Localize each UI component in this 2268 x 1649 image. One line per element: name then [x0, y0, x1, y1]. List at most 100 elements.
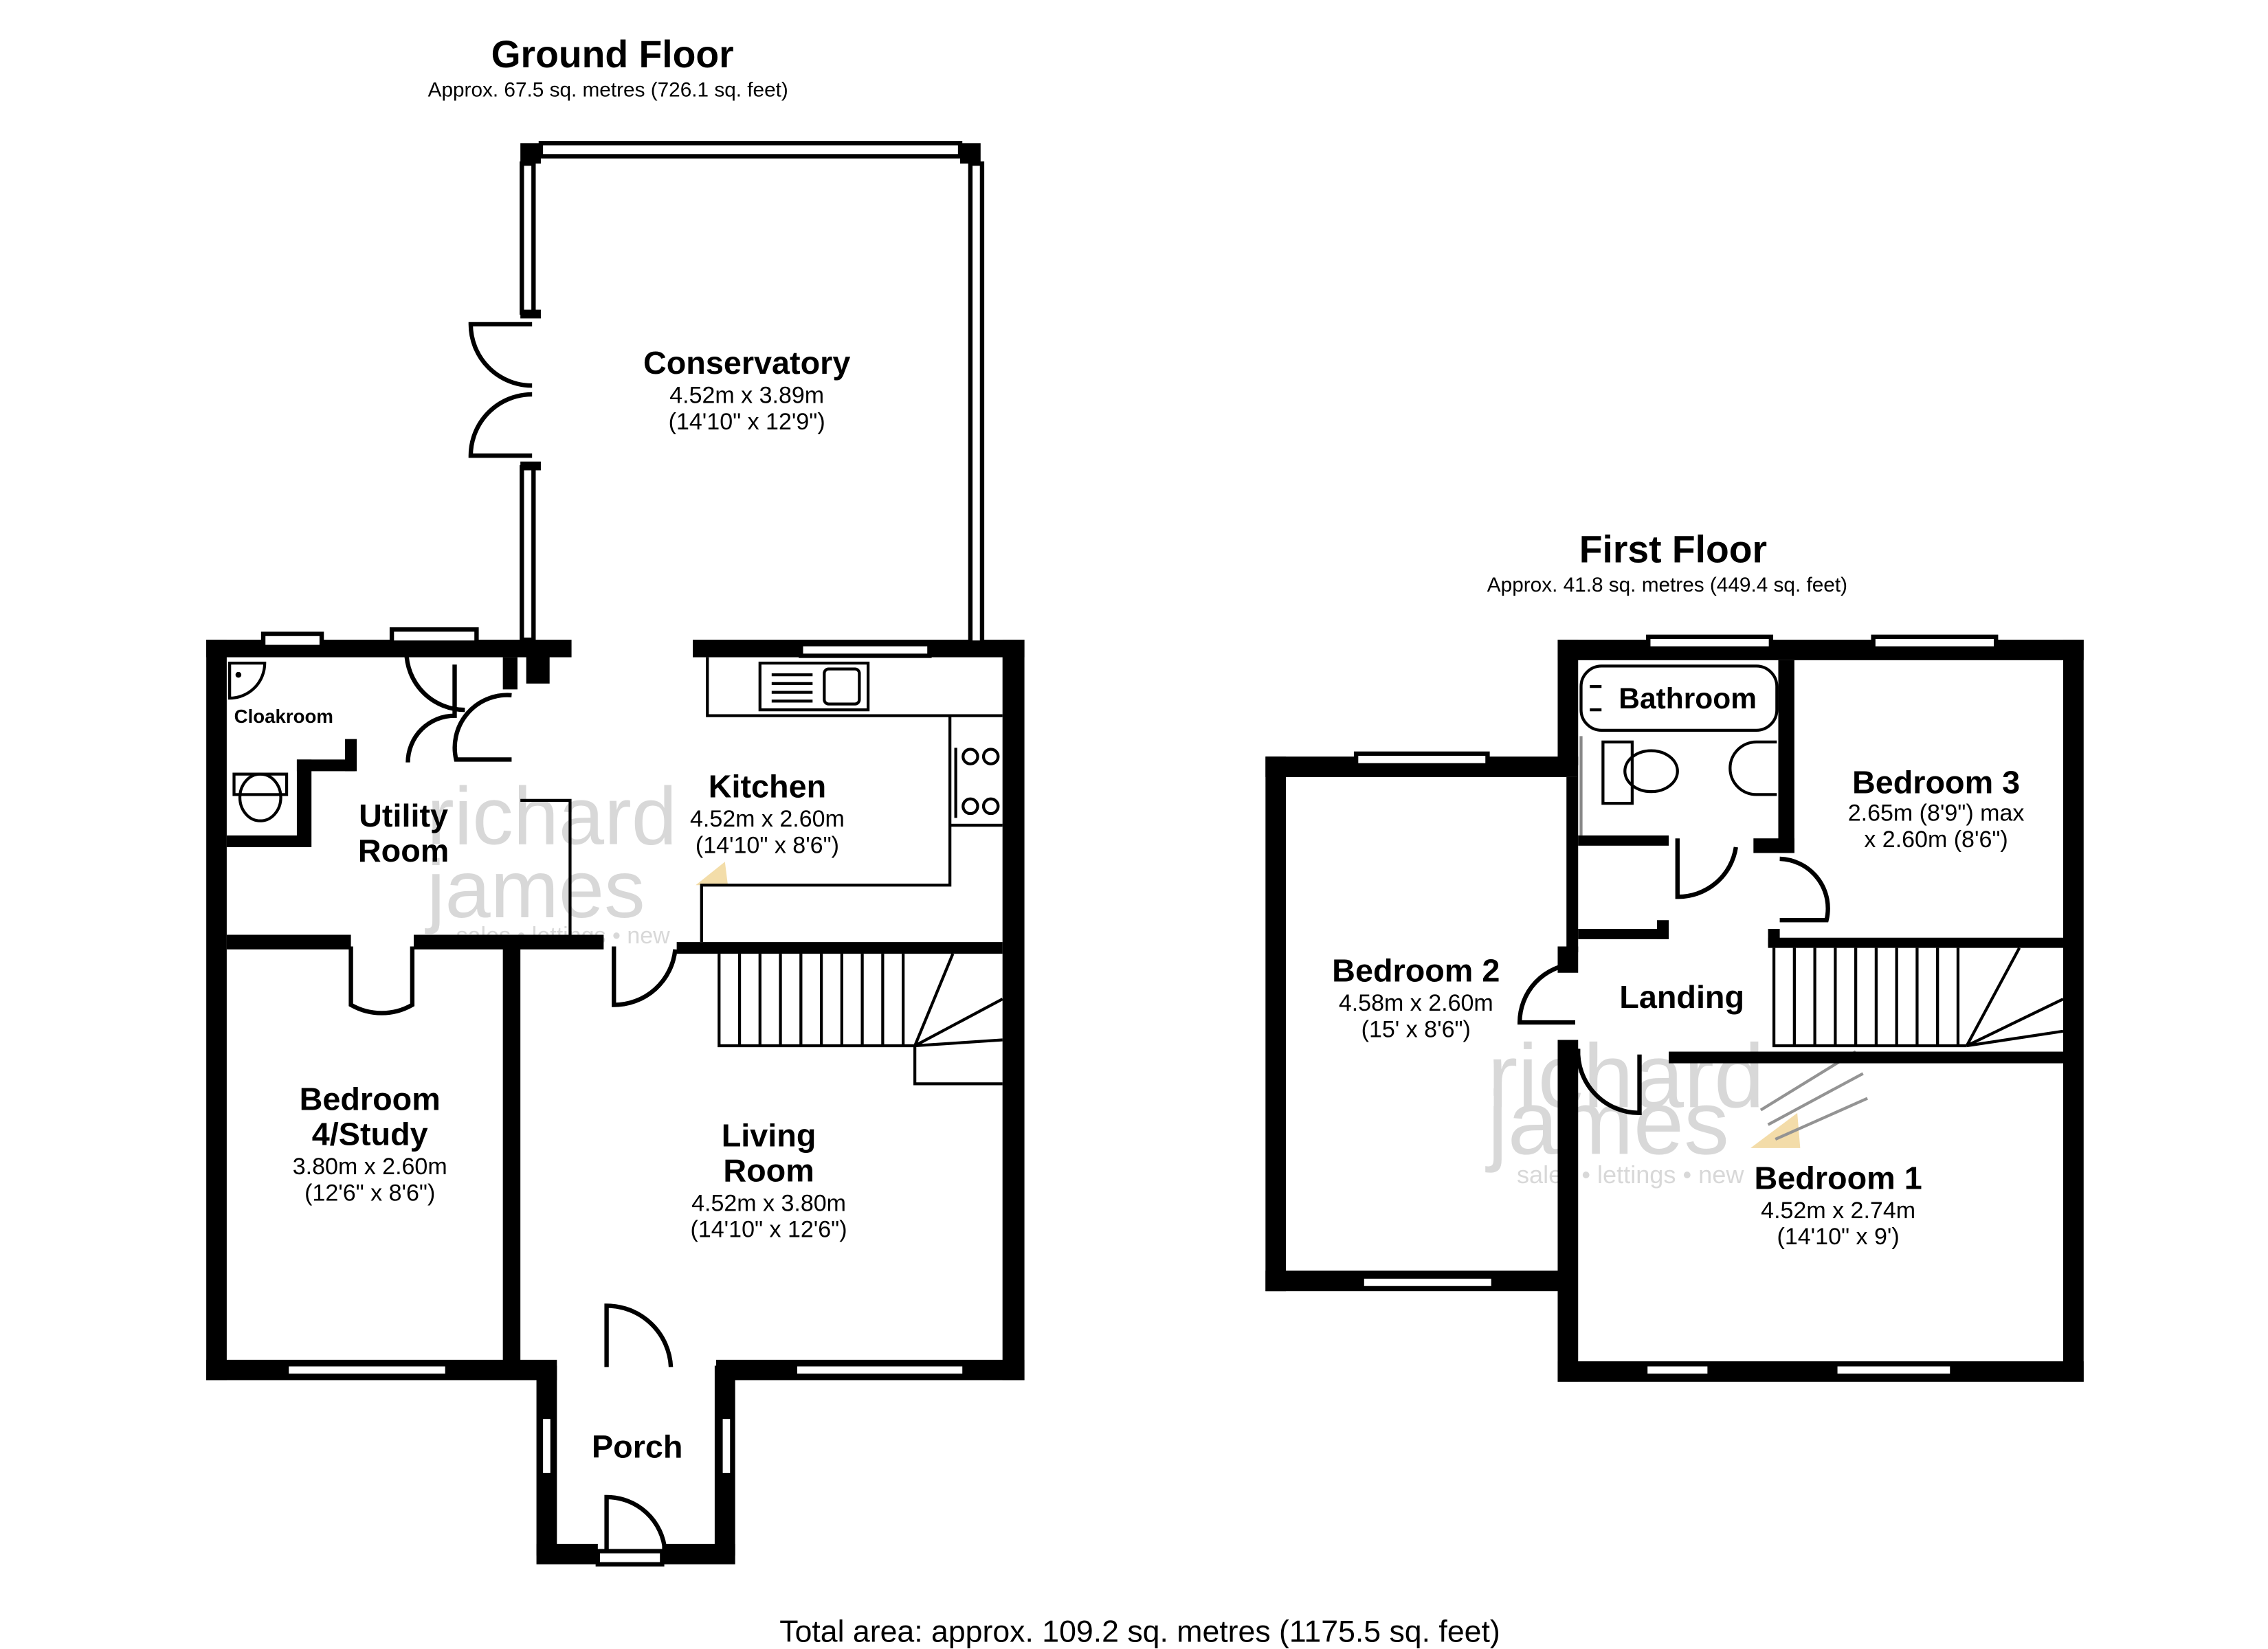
- window: [520, 465, 536, 642]
- wall: [1657, 920, 1669, 939]
- watermark-line1: richard: [427, 771, 677, 862]
- wall: [676, 942, 1003, 954]
- ground-floor-title: Ground Floor: [491, 33, 734, 76]
- conservatory-dim-m: 4.52m x 3.89m: [669, 383, 824, 409]
- kitchen-dim-m: 4.52m x 2.60m: [690, 806, 845, 832]
- wall: [1557, 640, 1579, 765]
- window: [718, 1414, 735, 1478]
- window: [284, 1362, 450, 1378]
- wall: [1578, 835, 1669, 846]
- living-dim-m: 4.52m x 3.80m: [691, 1190, 846, 1216]
- bedroom4-name-line2: 4/Study: [312, 1117, 428, 1152]
- bedroom1-dim-ft: (14'10" x 9'): [1777, 1224, 1900, 1250]
- hob-icon: [954, 748, 1000, 818]
- utility-partition: [520, 798, 572, 943]
- kitchen-dim-ft: (14'10" x 8'6"): [696, 832, 839, 858]
- window: [1353, 751, 1490, 768]
- kitchen-worktop: [700, 657, 952, 943]
- door: [1779, 856, 1830, 923]
- drainer-icon: [771, 673, 813, 703]
- toilet-cistern-icon: [1601, 740, 1634, 805]
- wall: [345, 739, 357, 772]
- watermark-first: richard james sales • lettings • new: [1485, 1025, 1869, 1189]
- wall: [1566, 776, 1579, 953]
- wall: [226, 934, 351, 950]
- wall: [1768, 937, 2063, 948]
- first-floor-title: First Floor: [1579, 528, 1767, 570]
- bedroom2-name: Bedroom 2: [1332, 953, 1500, 989]
- wall: [1557, 1040, 1579, 1382]
- window: [1646, 634, 1774, 651]
- toilet-bowl-icon: [1623, 749, 1679, 794]
- wall: [206, 640, 227, 1380]
- wall: [1753, 838, 1794, 853]
- window: [1359, 1274, 1496, 1291]
- bath-taps-icon: [1590, 684, 1602, 712]
- kitchen-name: Kitchen: [709, 769, 826, 805]
- bedroom4-dim-ft: (12'6" x 8'6"): [304, 1180, 435, 1206]
- window: [1871, 634, 1999, 651]
- wall: [536, 1543, 598, 1564]
- window: [389, 627, 479, 645]
- sink-icon: [758, 661, 870, 712]
- window: [260, 631, 324, 649]
- wall: [662, 1543, 735, 1564]
- window: [792, 1362, 967, 1378]
- bath-icon: [1579, 664, 1779, 732]
- wall: [296, 759, 312, 847]
- door: [348, 946, 415, 1016]
- wall: [1265, 756, 1287, 1292]
- watermark-rays: [1759, 1050, 1869, 1141]
- wall: [526, 651, 550, 684]
- door: [468, 322, 533, 388]
- wall: [413, 934, 604, 950]
- wall: [1578, 928, 1669, 939]
- bedroom2-dim-m: 4.58m x 2.60m: [1339, 990, 1493, 1016]
- conservatory-dim-ft: (14'10" x 12'9"): [669, 409, 825, 435]
- wall: [1669, 1051, 2063, 1064]
- watermark-line2: james: [425, 844, 645, 935]
- window: [538, 1414, 555, 1478]
- watermark-sun-icon: [1750, 1112, 1801, 1148]
- wall: [1557, 1361, 2084, 1382]
- door: [405, 664, 457, 763]
- wall: [520, 309, 541, 319]
- wall: [1557, 640, 2084, 660]
- wall: [226, 835, 303, 847]
- bedroom4-dim-m: 3.80m x 2.60m: [293, 1154, 447, 1180]
- door: [612, 946, 678, 1007]
- door: [1576, 1048, 1642, 1116]
- door: [468, 392, 533, 458]
- watermark-ground: richard james sales • lettings • new: [425, 771, 729, 949]
- door: [604, 1494, 667, 1551]
- window: [595, 1549, 665, 1567]
- living-dim-ft: (14'10" x 12'6"): [691, 1217, 847, 1243]
- bedroom1-name: Bedroom 1: [1755, 1160, 1922, 1196]
- toilet-cistern-icon: [232, 772, 289, 796]
- window: [538, 141, 963, 159]
- window: [799, 642, 932, 658]
- total-area: Total area: approx. 109.2 sq. metres (11…: [779, 1615, 1500, 1648]
- door: [604, 1303, 674, 1367]
- wall: [520, 461, 541, 471]
- bedroom1-dim-m: 4.52m x 2.74m: [1761, 1198, 1915, 1224]
- watermark-line3: sales • lettings • new: [1517, 1160, 1744, 1189]
- living-name-line2: Room: [723, 1153, 814, 1189]
- ground-floor-area: Approx. 67.5 sq. metres (726.1 sq. feet): [428, 78, 788, 101]
- wall: [960, 143, 981, 164]
- door: [1517, 961, 1576, 1025]
- first-floor-area: Approx. 41.8 sq. metres (449.4 sq. feet): [1487, 574, 1847, 596]
- wall: [1778, 660, 1794, 853]
- window: [968, 161, 985, 645]
- door: [452, 693, 512, 762]
- bedroom3-name: Bedroom 3: [1852, 764, 2020, 800]
- conservatory-name: Conservatory: [643, 345, 850, 381]
- porch-name: Porch: [592, 1429, 683, 1465]
- bedroom4-name-line1: Bedroom: [300, 1081, 441, 1117]
- wall: [2063, 640, 2084, 1382]
- landing-name: Landing: [1619, 979, 1744, 1015]
- wall: [296, 759, 355, 772]
- window: [1833, 1362, 1955, 1378]
- window: [1643, 1362, 1712, 1378]
